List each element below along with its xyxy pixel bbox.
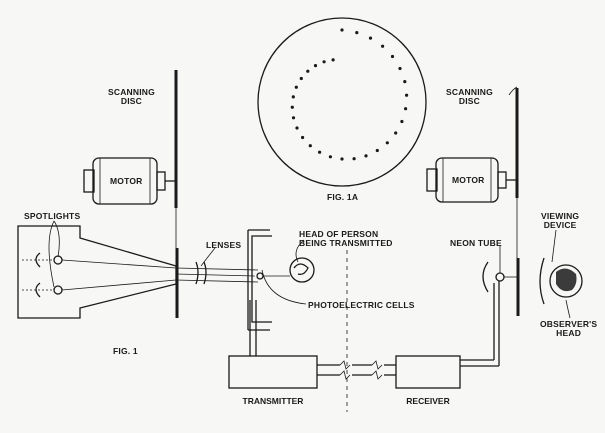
- disc-hole: [301, 135, 305, 140]
- label-observers-head-line1: OBSERVER'S: [540, 319, 598, 329]
- label-photoelectric-cells: PHOTOELECTRIC CELLS: [308, 300, 415, 310]
- right-motor: [426, 157, 517, 203]
- label-scanning-disc-left-line2: DISC: [120, 96, 143, 106]
- label-fig-1: FIG. 1: [113, 346, 138, 356]
- label-scanning-disc-right: SCANNING DISC: [446, 88, 493, 106]
- disc-hole: [331, 58, 335, 62]
- disc-hole: [340, 28, 344, 32]
- transmitter-box: [228, 355, 318, 389]
- receiver-box: [395, 355, 461, 389]
- label-scanning-disc-left: SCANNING DISC: [108, 88, 155, 106]
- disc-hole: [290, 105, 294, 109]
- disc-hole: [368, 36, 373, 40]
- disc-hole: [295, 126, 299, 130]
- label-neon-tube: NEON TUBE: [450, 238, 502, 248]
- disc-hole: [291, 95, 295, 99]
- disc-hole: [308, 144, 312, 148]
- label-viewing-device: VIEWING DEVICE: [541, 212, 579, 230]
- disc-hole: [390, 54, 395, 59]
- fig-1a-disc: [257, 17, 427, 187]
- label-receiver: RECEIVER: [406, 396, 450, 406]
- label-motor-right: MOTOR: [452, 175, 485, 185]
- disc-hole: [318, 150, 322, 154]
- disc-hole: [313, 64, 318, 68]
- disc-hole: [299, 76, 303, 81]
- transmission-link: [317, 250, 396, 412]
- disc-hole: [381, 44, 385, 48]
- disc-hole: [403, 80, 407, 84]
- disc-hole: [352, 157, 356, 161]
- disc-hole: [291, 116, 296, 120]
- disc-holes: [290, 28, 409, 161]
- label-lenses: LENSES: [206, 240, 242, 250]
- photoelectric-bracket: [247, 229, 307, 356]
- label-observers-head-line2: HEAD: [556, 328, 582, 338]
- label-scanning-disc-right-line1: SCANNING: [446, 87, 493, 97]
- spotlight-housing: [17, 220, 177, 319]
- disc-hole: [398, 66, 402, 71]
- disc-hole: [306, 69, 310, 73]
- label-scanning-disc-left-line1: SCANNING: [108, 87, 155, 97]
- label-observers-head: OBSERVER'S HEAD: [540, 320, 597, 338]
- neon-tube: [460, 245, 517, 367]
- disc-hole: [404, 107, 408, 111]
- label-motor-left: MOTOR: [110, 176, 143, 186]
- disc-hole: [340, 157, 344, 161]
- disc-hole: [322, 60, 326, 64]
- label-fig-1a: FIG. 1A: [327, 192, 359, 202]
- disc-hole: [328, 155, 332, 159]
- label-head-of-person: HEAD OF PERSON BEING TRANSMITTED: [299, 230, 393, 248]
- left-motor: [83, 157, 176, 205]
- label-viewing-device-line1: VIEWING: [541, 211, 580, 221]
- label-spotlights: SPOTLIGHTS: [24, 211, 81, 221]
- disc-hole: [385, 141, 389, 145]
- label-head-of-person-line1: HEAD OF PERSON: [299, 229, 379, 239]
- disc-hole: [355, 30, 359, 35]
- viewing-device: [539, 229, 583, 319]
- disc-hole: [375, 148, 379, 153]
- disc-hole: [400, 119, 404, 124]
- label-scanning-disc-right-line2: DISC: [458, 96, 481, 106]
- label-transmitter: TRANSMITTER: [242, 396, 304, 406]
- transmitted-head: [289, 239, 315, 283]
- label-viewing-device-line2: DEVICE: [543, 220, 577, 230]
- lenses: [175, 247, 259, 285]
- label-head-of-person-line2: BEING TRANSMITTED: [299, 238, 393, 248]
- disc-hole: [405, 93, 409, 97]
- disc-hole: [294, 85, 298, 89]
- disc-hole: [364, 154, 368, 158]
- disc-hole: [394, 131, 398, 135]
